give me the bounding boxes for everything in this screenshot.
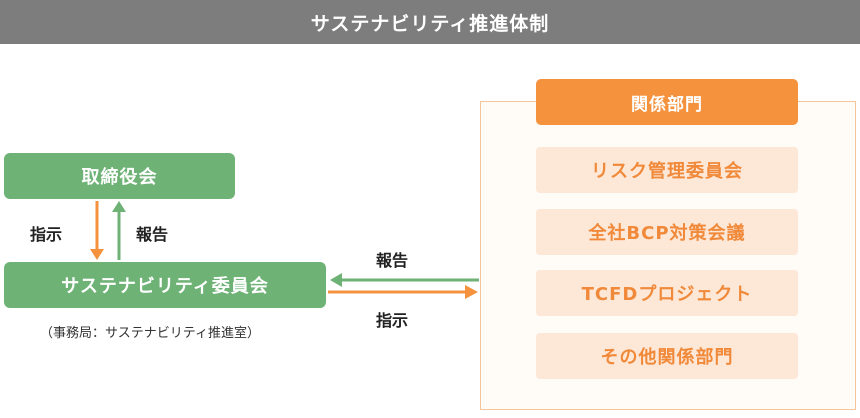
report-label-horizontal: 報告 [376, 251, 409, 270]
arrow-up-report [112, 201, 126, 260]
secretariat-note: （事務局：サステナビリティ推進室） [40, 326, 260, 341]
sustainability-committee-box: サステナビリティ委員会 [4, 262, 326, 308]
arrow-left-report [330, 273, 479, 287]
report-label-vertical: 報告 [136, 225, 169, 244]
arrow-down-instruction [90, 201, 104, 260]
arrow-right-instruction [328, 285, 478, 299]
dept-tcfd-project: TCFDプロジェクト [536, 270, 798, 316]
departments-header: 関係部門 [536, 79, 798, 125]
page-title: サステナビリティ推進体制 [0, 0, 860, 44]
board-of-directors-box: 取締役会 [4, 153, 235, 199]
instruction-label-horizontal: 指示 [376, 311, 409, 330]
dept-other-departments: その他関係部門 [536, 333, 798, 379]
dept-risk-management-committee: リスク管理委員会 [536, 147, 798, 193]
instruction-label-vertical: 指示 [30, 225, 63, 244]
dept-bcp-council: 全社BCP対策会議 [536, 209, 798, 255]
